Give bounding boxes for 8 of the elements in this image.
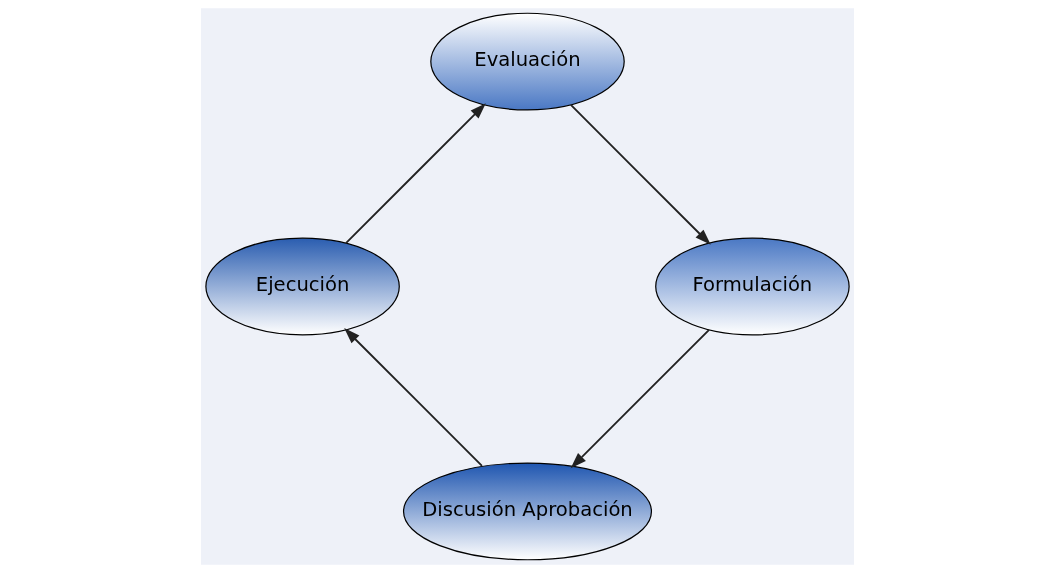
node-ellipse: Ejecución [204, 237, 400, 336]
arrow [344, 103, 486, 245]
node-ellipse: Discusión Aprobación [402, 462, 652, 561]
arrow [570, 328, 710, 469]
arrow [343, 328, 483, 467]
arrow [569, 104, 711, 245]
node-ellipse: Evaluación [429, 12, 625, 111]
node-ellipse: Formulación [654, 237, 850, 336]
